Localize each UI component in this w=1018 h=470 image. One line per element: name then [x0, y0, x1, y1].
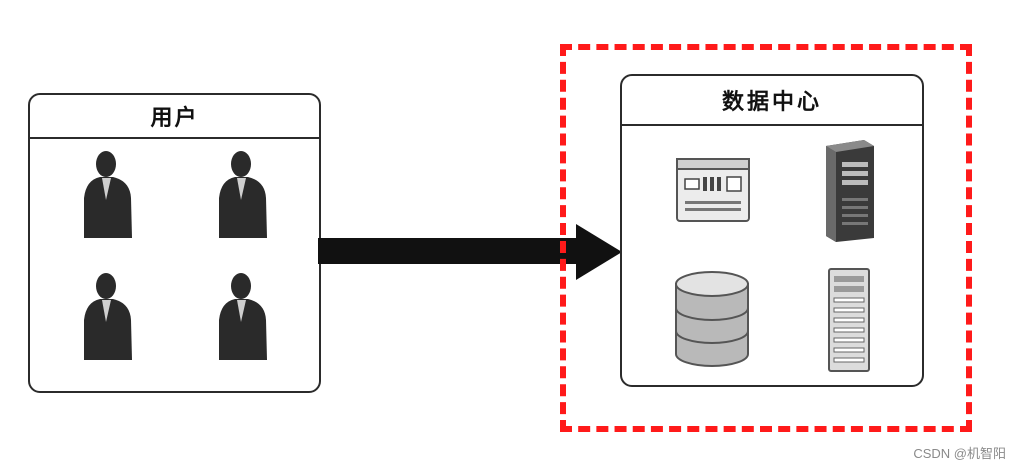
rack-server-icon	[828, 268, 870, 372]
highlight-box	[560, 44, 972, 432]
network-appliance-icon	[676, 158, 750, 222]
watermark: CSDN @机智阳	[913, 446, 1006, 461]
person-icon	[219, 151, 267, 238]
person-icon	[219, 273, 267, 360]
arrow-icon	[318, 224, 622, 280]
tower-server-icon	[826, 140, 874, 242]
datacenter-panel-title: 数据中心	[622, 76, 922, 126]
users-panel: 用户	[28, 93, 321, 393]
person-icon	[84, 273, 132, 360]
users-panel-title: 用户	[30, 95, 319, 139]
database-icon	[675, 271, 749, 367]
person-icon	[84, 151, 132, 238]
datacenter-panel: 数据中心	[620, 74, 924, 387]
